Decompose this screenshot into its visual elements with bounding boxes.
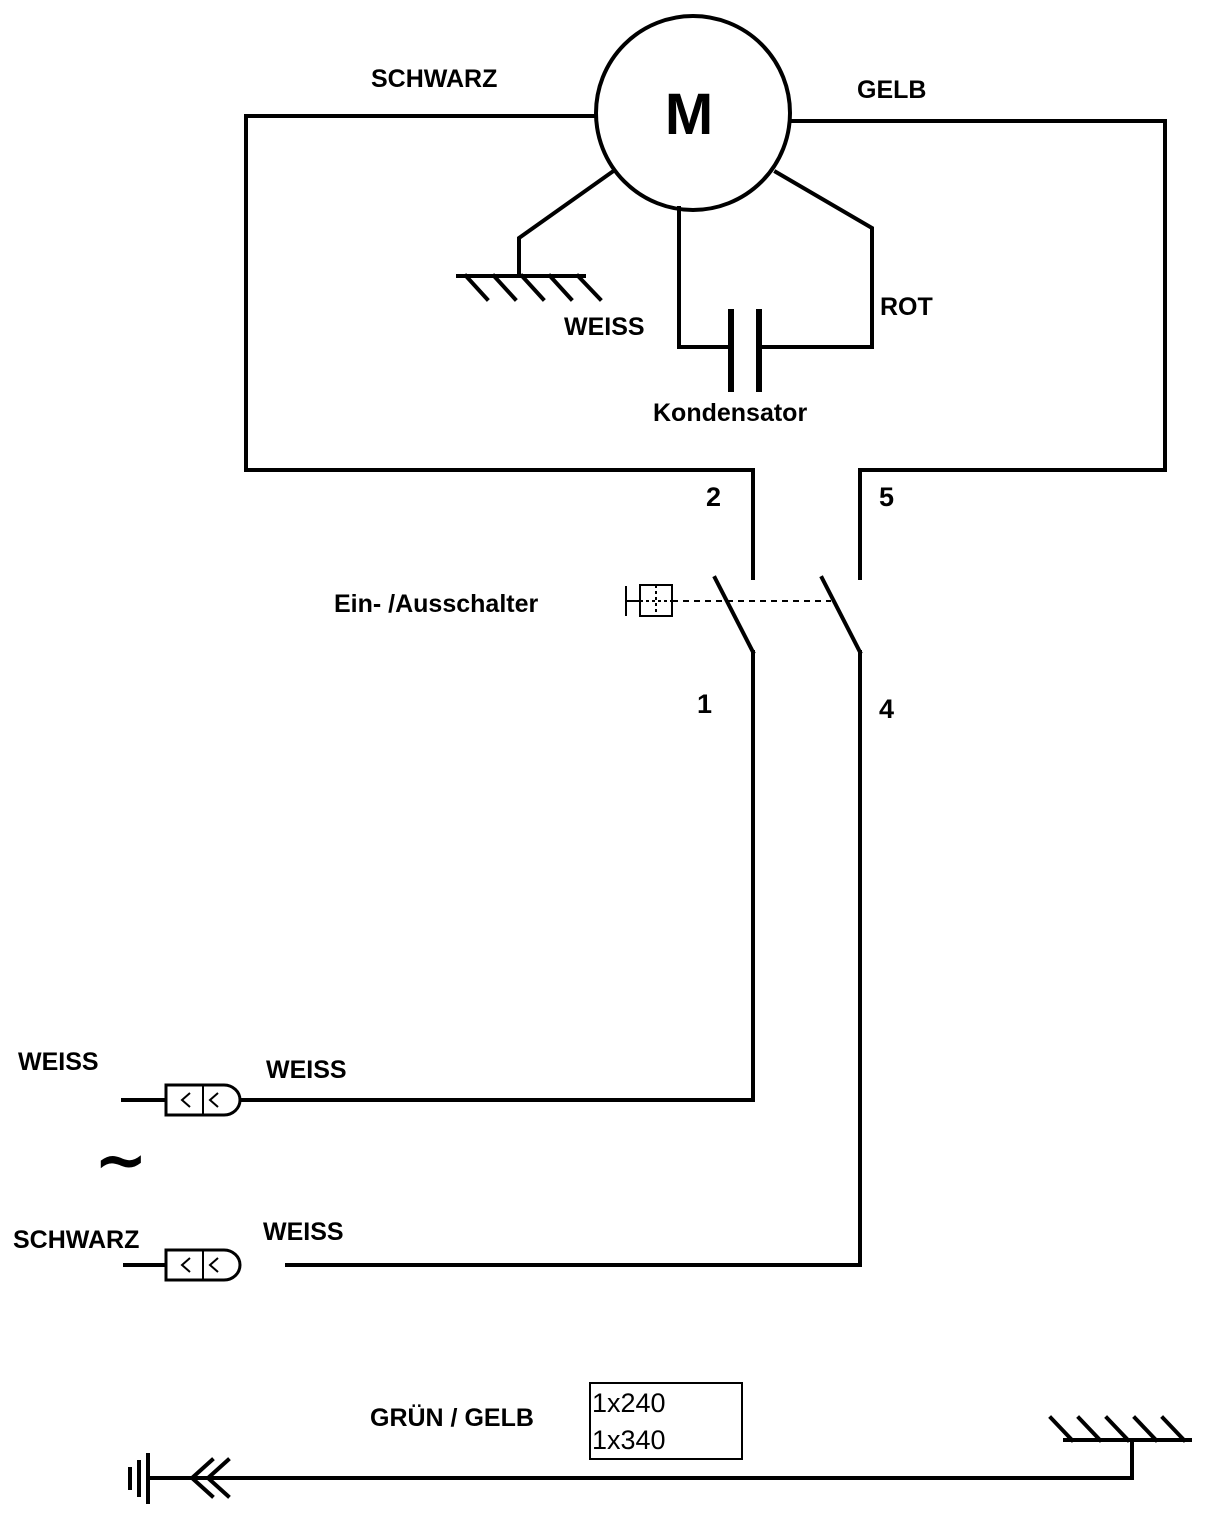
earth-ground-right-icon: [1048, 1415, 1192, 1443]
wire-terminal-4-to-mains: [285, 650, 862, 1267]
connector-bottom-icon: [123, 1248, 242, 1282]
motor-circle: [594, 14, 792, 212]
wire-motor-to-capacitor: [677, 206, 733, 349]
label-capacitor: Kondensator: [653, 399, 807, 427]
wire-motor-to-terminal-2: [244, 114, 755, 580]
label-mains-top-right: WEISS: [266, 1056, 347, 1084]
label-motor-right-wire: GELB: [857, 76, 926, 104]
variant-box: [589, 1382, 743, 1460]
label-terminal-2: 2: [706, 482, 721, 512]
label-motor-ground-wire: WEISS: [564, 313, 645, 341]
label-switch: Ein- /Ausschalter: [334, 590, 538, 618]
motor-letter: M: [665, 82, 713, 147]
switch-actuator-icon: [625, 584, 673, 617]
label-mains-bottom-right: WEISS: [263, 1218, 344, 1246]
earth-plug-left-icon: [128, 1453, 231, 1504]
connector-top-icon: [121, 1083, 242, 1117]
label-terminal-5: 5: [879, 482, 894, 512]
label-terminal-1: 1: [697, 689, 712, 719]
label-mains-top-left: WEISS: [18, 1048, 99, 1076]
label-motor-capacitor-wire: ROT: [880, 293, 933, 321]
switch-blade-right: [819, 575, 863, 655]
label-earth-wire: GRÜN / GELB: [370, 1403, 534, 1432]
label-terminal-4: 4: [879, 694, 894, 724]
variant-line-2: 1x340: [592, 1425, 666, 1455]
wire-motor-to-terminal-5: [790, 119, 1167, 580]
switch-blade-left: [712, 575, 756, 655]
label-motor-left-wire: SCHWARZ: [371, 65, 497, 93]
motor-ground-icon: [456, 273, 603, 302]
wire-motor-red-to-capacitor: [757, 169, 874, 349]
wire-terminal-1-to-mains: [238, 650, 755, 1102]
capacitor-icon: [728, 309, 762, 392]
wire-motor-ground: [517, 169, 615, 278]
label-mains-bottom-left: SCHWARZ: [13, 1226, 139, 1254]
wire-earth: [186, 1438, 1134, 1480]
label-ac-symbol: ~: [94, 1124, 148, 1198]
variant-line-1: 1x240: [592, 1388, 666, 1418]
